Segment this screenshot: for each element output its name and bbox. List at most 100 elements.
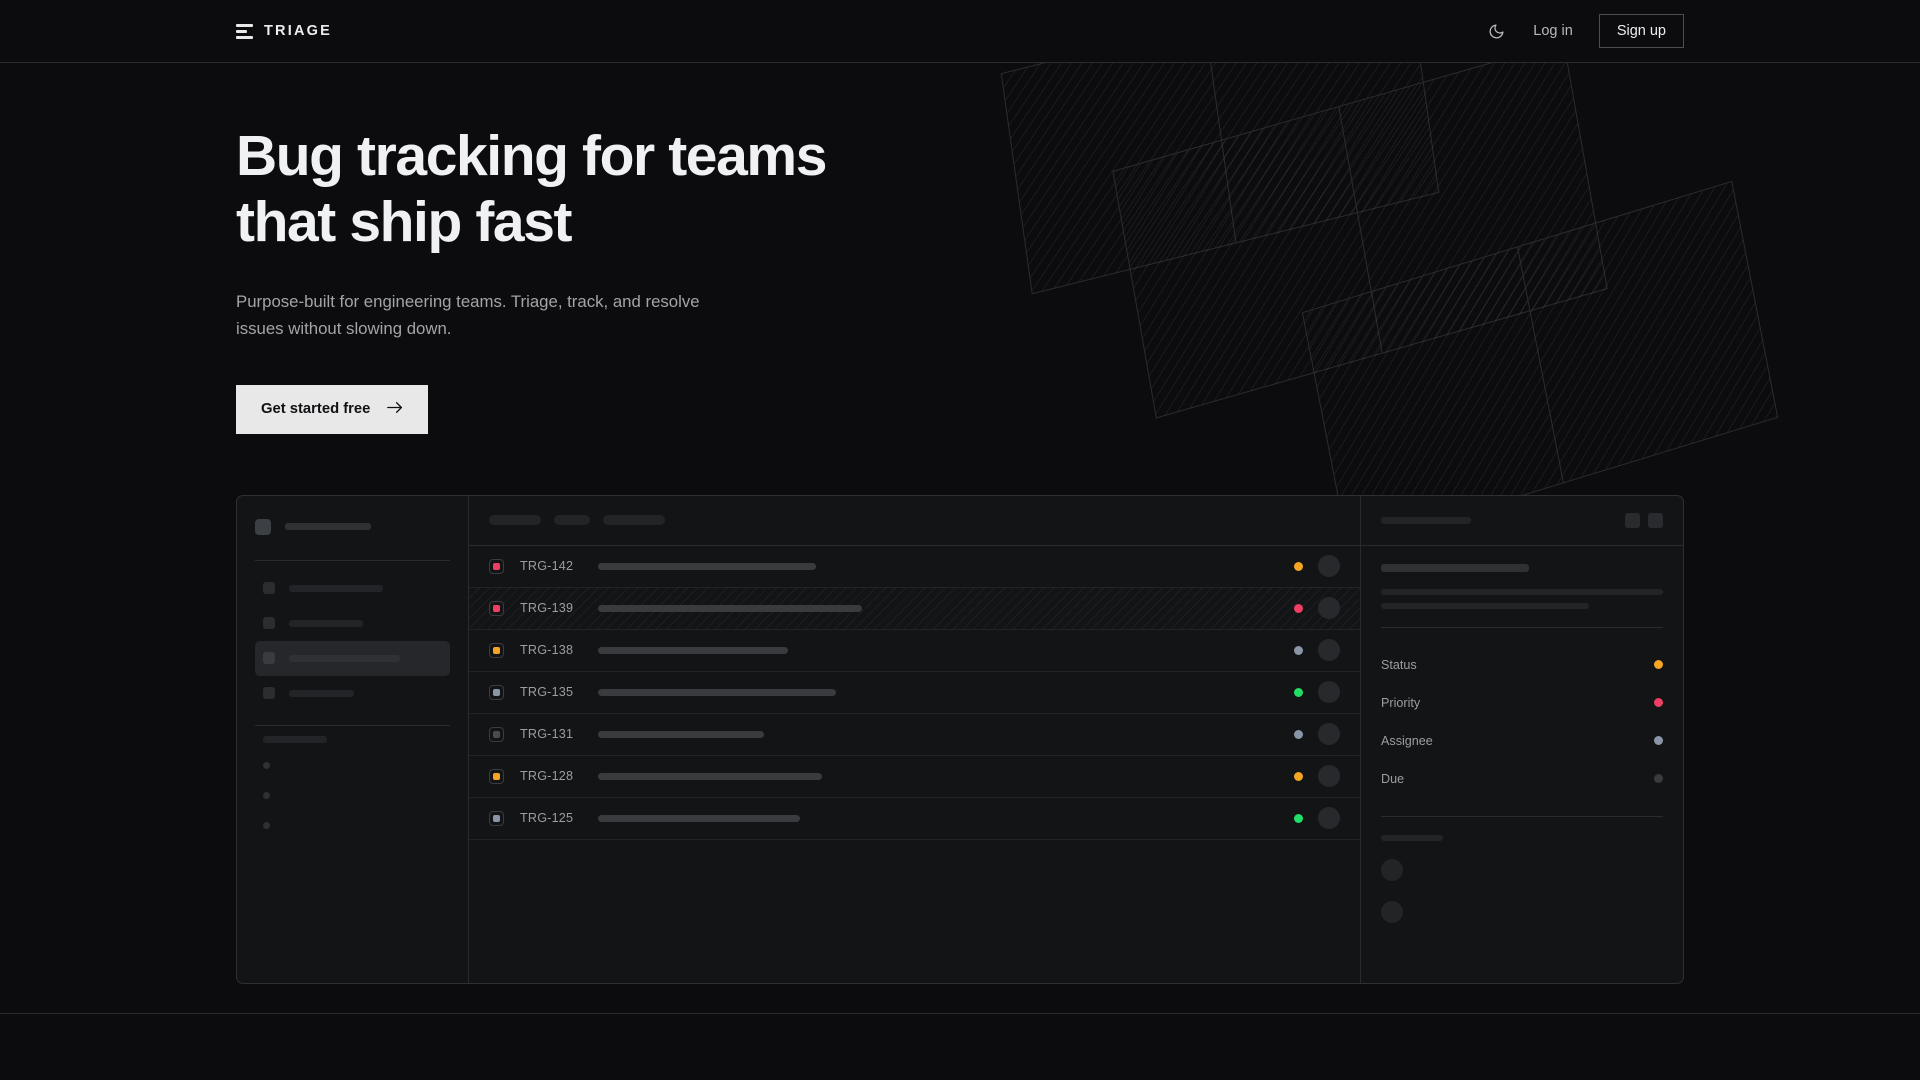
sidebar-sub-dot-icon [263, 822, 270, 830]
priority-indicator-icon [489, 768, 504, 784]
sidebar-item-icon [263, 617, 275, 630]
detail-property-priority[interactable]: Priority [1381, 684, 1663, 722]
brand-name: TRIAGE [264, 23, 332, 39]
sidebar-item-1[interactable] [255, 571, 450, 606]
detail-property-due[interactable]: Due [1381, 760, 1663, 798]
priority-indicator-icon [489, 600, 504, 616]
sidebar-sub-dot-icon [263, 792, 270, 800]
issue-title-placeholder [598, 604, 862, 612]
property-label: Due [1381, 771, 1405, 786]
table-row[interactable]: TRG-142 [469, 546, 1360, 588]
sidebar-section-label [263, 735, 327, 743]
hero-heading-line-1: Bug tracking for teams [236, 124, 827, 188]
table-row[interactable]: TRG-139 [469, 587, 1360, 630]
activity-section-label [1381, 834, 1443, 841]
sidebar-divider-top [255, 559, 450, 561]
get-started-button[interactable]: Get started free [236, 384, 429, 434]
detail-divider-1 [1381, 626, 1663, 628]
sidebar-sub-item-1[interactable] [263, 751, 442, 781]
table-row[interactable]: TRG-125 [469, 798, 1360, 840]
detail-divider-2 [1381, 815, 1663, 817]
detail-header-placeholder [1381, 516, 1471, 524]
issue-id: TRG-128 [520, 769, 574, 784]
activity-avatar [1381, 858, 1403, 881]
stacked-bars-logo-icon [236, 23, 253, 39]
property-label: Status [1381, 657, 1417, 672]
status-badge [1294, 645, 1303, 655]
status-badge [1294, 729, 1303, 739]
detail-title-placeholder [1381, 563, 1529, 572]
sidebar-item-4[interactable] [255, 676, 450, 711]
detail-property-assignee[interactable]: Assignee [1381, 722, 1663, 760]
priority-indicator-icon [489, 810, 504, 826]
issue-id: TRG-131 [520, 727, 574, 742]
toolbar-filter-1[interactable] [489, 515, 541, 526]
issue-id: TRG-135 [520, 685, 574, 700]
detail-property-status[interactable]: Status [1381, 646, 1663, 684]
toolbar-filter-3[interactable] [603, 515, 665, 526]
issue-title-placeholder [598, 772, 822, 780]
workspace-switcher[interactable] [255, 496, 450, 546]
hero-bottom-divider [0, 1013, 1920, 1014]
property-value-dot [1654, 698, 1663, 708]
issue-id: TRG-142 [520, 559, 574, 574]
hero-subtext: Purpose-built for engineering teams. Tri… [236, 292, 700, 339]
sidebar-divider-bottom [255, 724, 450, 726]
issue-title-placeholder [598, 562, 816, 570]
issue-title-placeholder [598, 730, 764, 738]
priority-indicator-icon [489, 558, 504, 574]
sidebar-item-3[interactable] [255, 640, 450, 676]
status-badge [1294, 771, 1303, 781]
avatar [1318, 807, 1340, 830]
sidebar-item-label [289, 654, 400, 662]
avatar [1318, 639, 1340, 662]
mock-sidebar [237, 495, 469, 983]
workspace-name-placeholder [285, 523, 371, 531]
priority-indicator-icon [489, 684, 504, 700]
sidebar-sub-item-2[interactable] [263, 781, 442, 811]
sidebar-item-label [289, 584, 383, 592]
status-badge [1294, 687, 1303, 697]
property-value-dot [1654, 736, 1663, 746]
avatar [1318, 597, 1340, 620]
issue-id: TRG-138 [520, 643, 574, 658]
table-row[interactable]: TRG-135 [469, 672, 1360, 714]
property-label: Priority [1381, 695, 1421, 710]
sidebar-item-icon [263, 687, 275, 700]
detail-desc-line-2 [1381, 602, 1589, 609]
avatar [1318, 681, 1340, 704]
table-row[interactable]: TRG-131 [469, 714, 1360, 756]
sidebar-sub-item-3[interactable] [263, 811, 442, 841]
issue-title-placeholder [598, 646, 788, 654]
sidebar-item-icon [263, 652, 275, 665]
sidebar-item-icon [263, 582, 275, 595]
get-started-label: Get started free [261, 401, 371, 418]
issue-list-toolbar [469, 496, 1360, 546]
table-row[interactable]: TRG-138 [469, 630, 1360, 672]
toolbar-filter-2[interactable] [554, 515, 590, 526]
sidebar-sub-dot-icon [263, 762, 270, 770]
avatar [1318, 765, 1340, 788]
avatar [1318, 723, 1340, 746]
hero-section: Bug tracking for teams that ship fast Pu… [0, 63, 1920, 434]
detail-action-2[interactable] [1648, 512, 1663, 528]
moon-icon[interactable] [1485, 20, 1507, 42]
status-badge [1294, 813, 1303, 823]
issue-title-placeholder [598, 688, 836, 696]
login-link[interactable]: Log in [1533, 23, 1573, 39]
status-badge [1294, 561, 1303, 571]
brand-logo[interactable]: TRIAGE [236, 23, 332, 39]
sidebar-item-2[interactable] [255, 606, 450, 641]
table-row[interactable]: TRG-128 [469, 756, 1360, 798]
property-label: Assignee [1381, 733, 1433, 748]
sidebar-item-label [289, 689, 354, 697]
detail-action-1[interactable] [1625, 512, 1640, 528]
issue-id: TRG-125 [520, 811, 574, 826]
signup-button[interactable]: Sign up [1598, 14, 1684, 48]
issue-title-placeholder [598, 814, 800, 822]
